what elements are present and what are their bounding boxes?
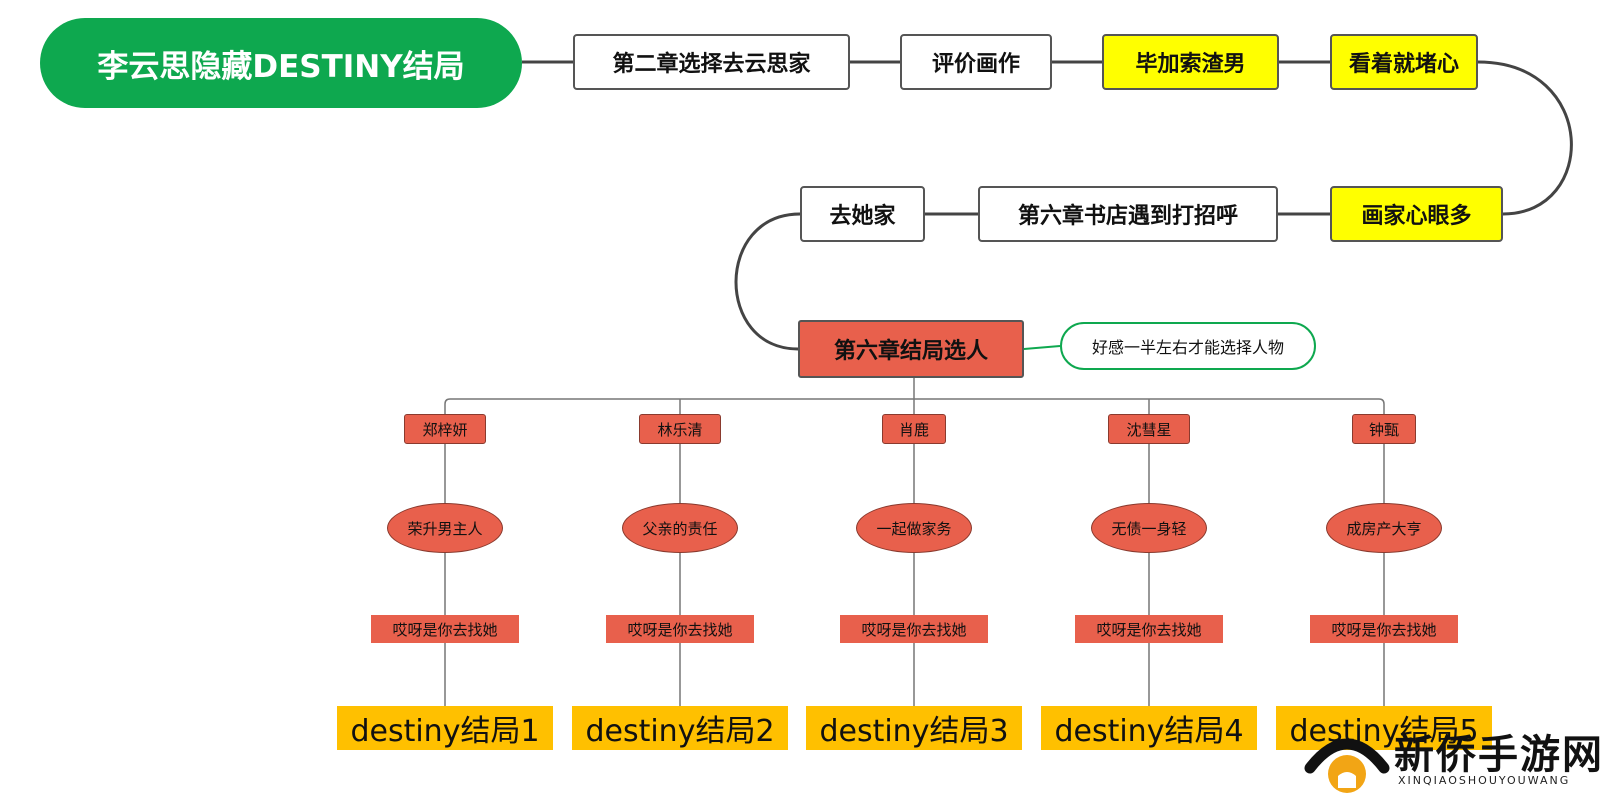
- character-name: 林乐清: [639, 414, 721, 444]
- house-logo-icon: [1304, 738, 1390, 793]
- flow-step-6: 第六章书店遇到打招呼: [978, 186, 1278, 242]
- destiny-ending: destiny结局5: [1276, 706, 1492, 750]
- flow-step-2: 评价画作: [900, 34, 1052, 90]
- flow-step-3: 毕加索渣男: [1102, 34, 1279, 90]
- flow-step-1: 第二章选择去云思家: [573, 34, 850, 90]
- connector-step7-hub: [734, 212, 801, 351]
- choice-oval: 无债一身轻: [1091, 503, 1207, 553]
- flow-step-7: 去她家: [800, 186, 925, 242]
- character-name: 郑梓妍: [404, 414, 486, 444]
- connector-step4-step5: [1477, 60, 1573, 216]
- destiny-ending: destiny结局2: [572, 706, 788, 750]
- watermark-subtitle: XINQIAOSHOUYOUWANG: [1398, 774, 1571, 787]
- destiny-ending: destiny结局3: [806, 706, 1022, 750]
- affection-note: 好感一半左右才能选择人物: [1060, 322, 1316, 370]
- flow-step-5: 画家心眼多: [1330, 186, 1503, 242]
- dialogue-choice: 哎呀是你去找她: [1310, 615, 1458, 643]
- destiny-ending: destiny结局1: [337, 706, 553, 750]
- choice-oval: 成房产大亨: [1326, 503, 1442, 553]
- site-watermark: 新侨手游网 XINQIAOSHOUYOUWANG: [1304, 720, 1616, 798]
- dialogue-choice: 哎呀是你去找她: [1075, 615, 1223, 643]
- choice-oval: 一起做家务: [856, 503, 972, 553]
- ending-select-node: 第六章结局选人: [798, 320, 1024, 378]
- watermark-title: 新侨手游网: [1394, 731, 1604, 778]
- dialogue-choice: 哎呀是你去找她: [371, 615, 519, 643]
- flow-step-4: 看着就堵心: [1330, 34, 1478, 90]
- dialogue-choice: 哎呀是你去找她: [840, 615, 988, 643]
- choice-oval: 父亲的责任: [622, 503, 738, 553]
- root-title: 李云思隐藏DESTINY结局: [40, 18, 522, 108]
- character-name: 沈彗星: [1108, 414, 1190, 444]
- character-name: 肖鹿: [882, 414, 946, 444]
- destiny-ending: destiny结局4: [1041, 706, 1257, 750]
- choice-oval: 荣升男主人: [387, 503, 503, 553]
- connector-hub-callout: [1023, 345, 1061, 350]
- character-name: 钟甄: [1352, 414, 1416, 444]
- dialogue-choice: 哎呀是你去找她: [606, 615, 754, 643]
